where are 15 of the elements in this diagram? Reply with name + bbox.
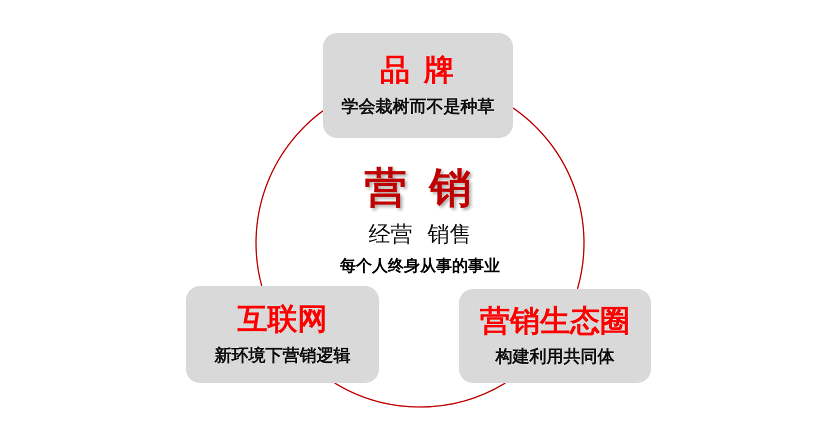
circle-arc bbox=[512, 107, 585, 290]
center-tagline: 每个人终身从事的事业 bbox=[340, 256, 500, 276]
card-title: 互联网 bbox=[238, 303, 328, 338]
center-subtitle: 经营 销售 bbox=[368, 222, 472, 248]
card-subtitle: 新环境下营销逻辑 bbox=[214, 346, 350, 366]
topic-card bbox=[459, 289, 651, 383]
card-subtitle: 构建利用共同体 bbox=[496, 347, 614, 368]
card-subtitle: 学会栽树而不是种草 bbox=[342, 96, 494, 117]
card-title: 营销生态圈 bbox=[480, 304, 630, 340]
card-title: 品 牌 bbox=[380, 54, 456, 89]
topic-card bbox=[186, 286, 379, 383]
circle-arc bbox=[334, 382, 506, 408]
center-title: 营 销 bbox=[364, 164, 476, 212]
topic-card bbox=[323, 33, 513, 138]
circle-arc bbox=[255, 110, 324, 286]
